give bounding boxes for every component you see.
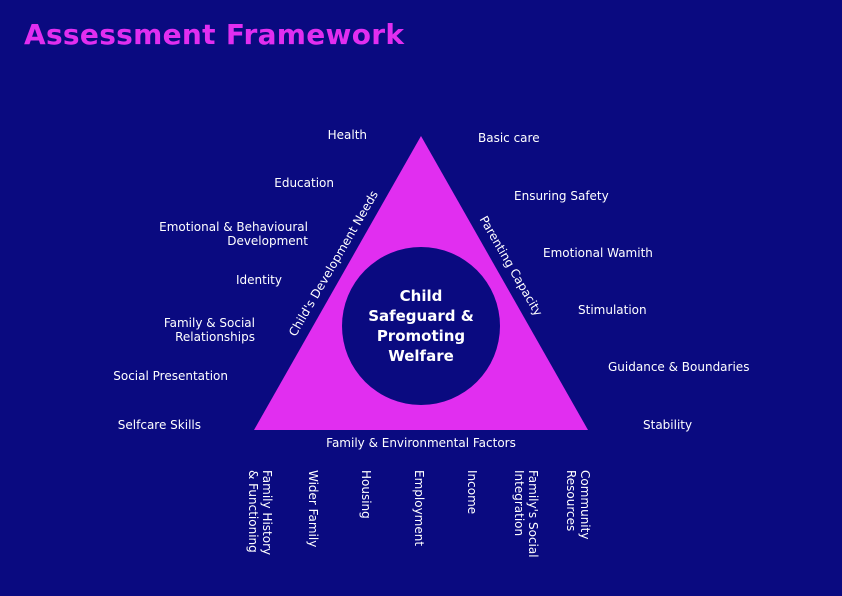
need-family-social: Family & Social Relationships [164,316,255,344]
center-label: Child Safeguard & Promoting Welfare [345,286,497,366]
side-label-family-factors: Family & Environmental Factors [326,436,516,450]
factor-community-line-2: Resources [564,470,578,532]
factor-community-line-1: Community [578,470,592,540]
need-education: Education [274,176,334,190]
need-emotional-line-2: Development [227,234,308,248]
capacity-guidance-boundaries: Guidance & Boundaries [608,360,750,374]
need-social-presentation: Social Presentation [113,369,228,383]
capacity-stability: Stability [643,418,693,432]
factor-wider-family: Wider Family [306,470,320,548]
capacity-stimulation: Stimulation [578,303,647,317]
capacity-emotional-warmth: Emotional Wamith [543,246,653,260]
factor-family-history: Family History & Functioning [246,470,274,555]
need-emotional-behavioural: Emotional & Behavioural Development [159,220,308,248]
factor-family-history-line-2: & Functioning [246,470,260,553]
factor-housing: Housing [359,470,373,519]
center-line-3: Promoting [376,327,466,345]
need-family-social-line-2: Relationships [175,330,255,344]
factor-employment: Employment [412,470,426,547]
need-health: Health [327,128,367,142]
factor-social-integration: Family's Social Integration [512,470,540,558]
center-line-1: Child [399,287,443,305]
page-title: Assessment Framework [24,18,405,51]
factor-family-history-line-1: Family History [260,470,274,556]
need-identity: Identity [236,273,282,287]
center-circle [342,247,500,405]
need-emotional-line-1: Emotional & Behavioural [159,220,308,234]
center-line-2: Safeguard & [368,307,474,325]
need-family-social-line-1: Family & Social [163,316,255,330]
factor-social-integration-line-2: Integration [512,470,526,537]
need-selfcare-skills: Selfcare Skills [117,418,201,432]
factor-community-resources: Community Resources [564,470,592,539]
capacity-ensuring-safety: Ensuring Safety [514,189,609,203]
center-line-4: Welfare [388,347,454,365]
factor-income: Income [465,470,479,515]
factor-social-integration-line-1: Family's Social [526,470,540,558]
capacity-basic-care: Basic care [478,131,540,145]
